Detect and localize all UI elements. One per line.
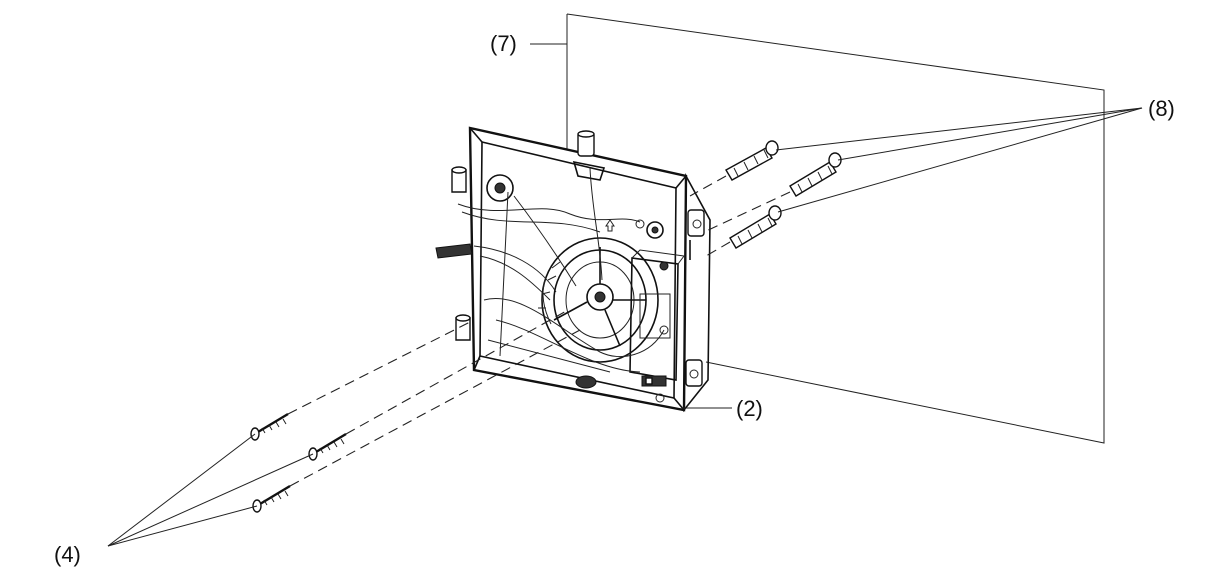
adjustment-knob [646, 221, 664, 239]
leader-lines [107, 43, 1143, 547]
wall-panel [566, 13, 1105, 444]
control-box [629, 249, 685, 403]
lower-mounting-tab [685, 359, 703, 387]
wall-plugs [725, 140, 842, 249]
label-wall-plugs: (8) [1148, 96, 1175, 121]
wall-plug [789, 152, 842, 197]
display [641, 375, 667, 387]
plug-alignment-lines [689, 175, 791, 257]
fan-wheel [538, 237, 659, 363]
screw-alignment-lines [287, 309, 581, 487]
label-wall: (7) [490, 31, 517, 56]
label-screws: (4) [54, 542, 81, 567]
screw [252, 484, 291, 513]
pulley [486, 174, 514, 202]
bottom-foot [575, 375, 597, 389]
cable-plug [435, 243, 473, 259]
internal-components [457, 167, 685, 403]
screw [250, 412, 289, 441]
wall-plug [725, 140, 779, 181]
screws [250, 412, 347, 513]
upper-mounting-tab [687, 209, 705, 237]
arrow-icon [605, 219, 615, 232]
label-unit: (2) [736, 396, 763, 421]
wall-plug [729, 205, 782, 249]
mounting-frame [435, 126, 711, 413]
screw [308, 432, 347, 461]
